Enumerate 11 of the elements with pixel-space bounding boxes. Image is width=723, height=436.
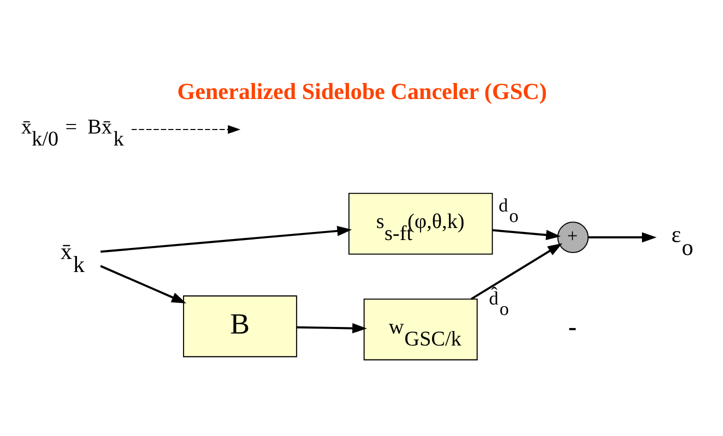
node-circle: + bbox=[557, 221, 589, 253]
node-box: B bbox=[183, 294, 298, 357]
arrow bbox=[470, 242, 562, 300]
arrow bbox=[100, 225, 352, 252]
arrow bbox=[588, 232, 657, 242]
arrow bbox=[492, 228, 561, 240]
label: - bbox=[568, 313, 577, 340]
arrow bbox=[100, 264, 186, 303]
arrow bbox=[132, 124, 240, 134]
arrow bbox=[296, 322, 367, 333]
diagram-title: Generalized Sidelobe Canceler (GSC) bbox=[177, 77, 547, 104]
